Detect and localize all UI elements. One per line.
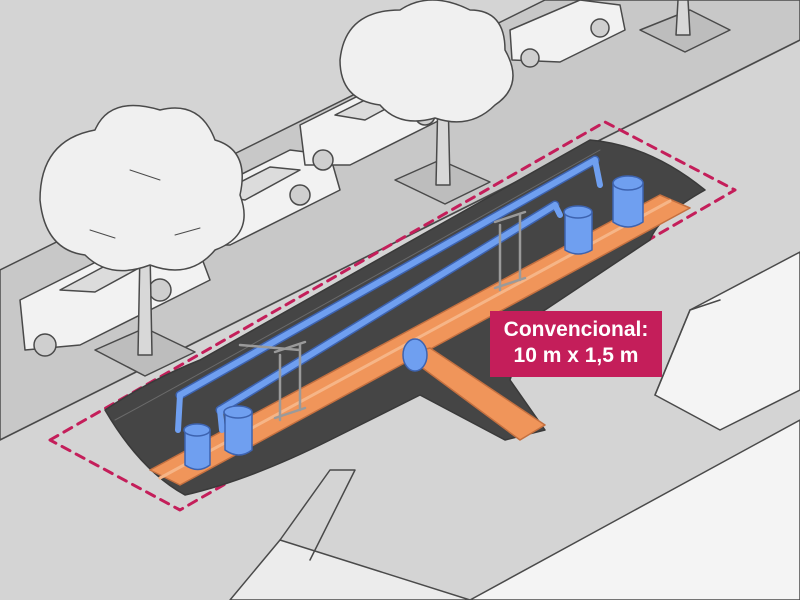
fitting-icon — [402, 338, 428, 372]
support-frame-icon — [493, 210, 527, 292]
fitting-icon — [612, 175, 644, 228]
near-curb-corner — [229, 539, 471, 600]
fitting-icon — [563, 205, 593, 255]
tree-icon — [339, 0, 514, 205]
tree-icon — [39, 104, 245, 377]
car-icon — [509, 0, 626, 68]
fitting-icon — [183, 423, 211, 471]
trench-excavation — [104, 139, 706, 496]
callout-title: Convencional: — [503, 318, 649, 341]
work-area-boundary — [48, 120, 737, 512]
dimension-callout: Convencional: 10 m x 1,5 m — [490, 311, 662, 377]
near-sidewalk-block — [469, 419, 800, 600]
callout-dimensions: 10 m x 1,5 m — [513, 344, 639, 367]
support-frame-icon — [238, 340, 307, 422]
tree-icon — [639, 0, 731, 53]
service-line-upper — [177, 157, 598, 398]
fitting-icon — [223, 405, 253, 456]
